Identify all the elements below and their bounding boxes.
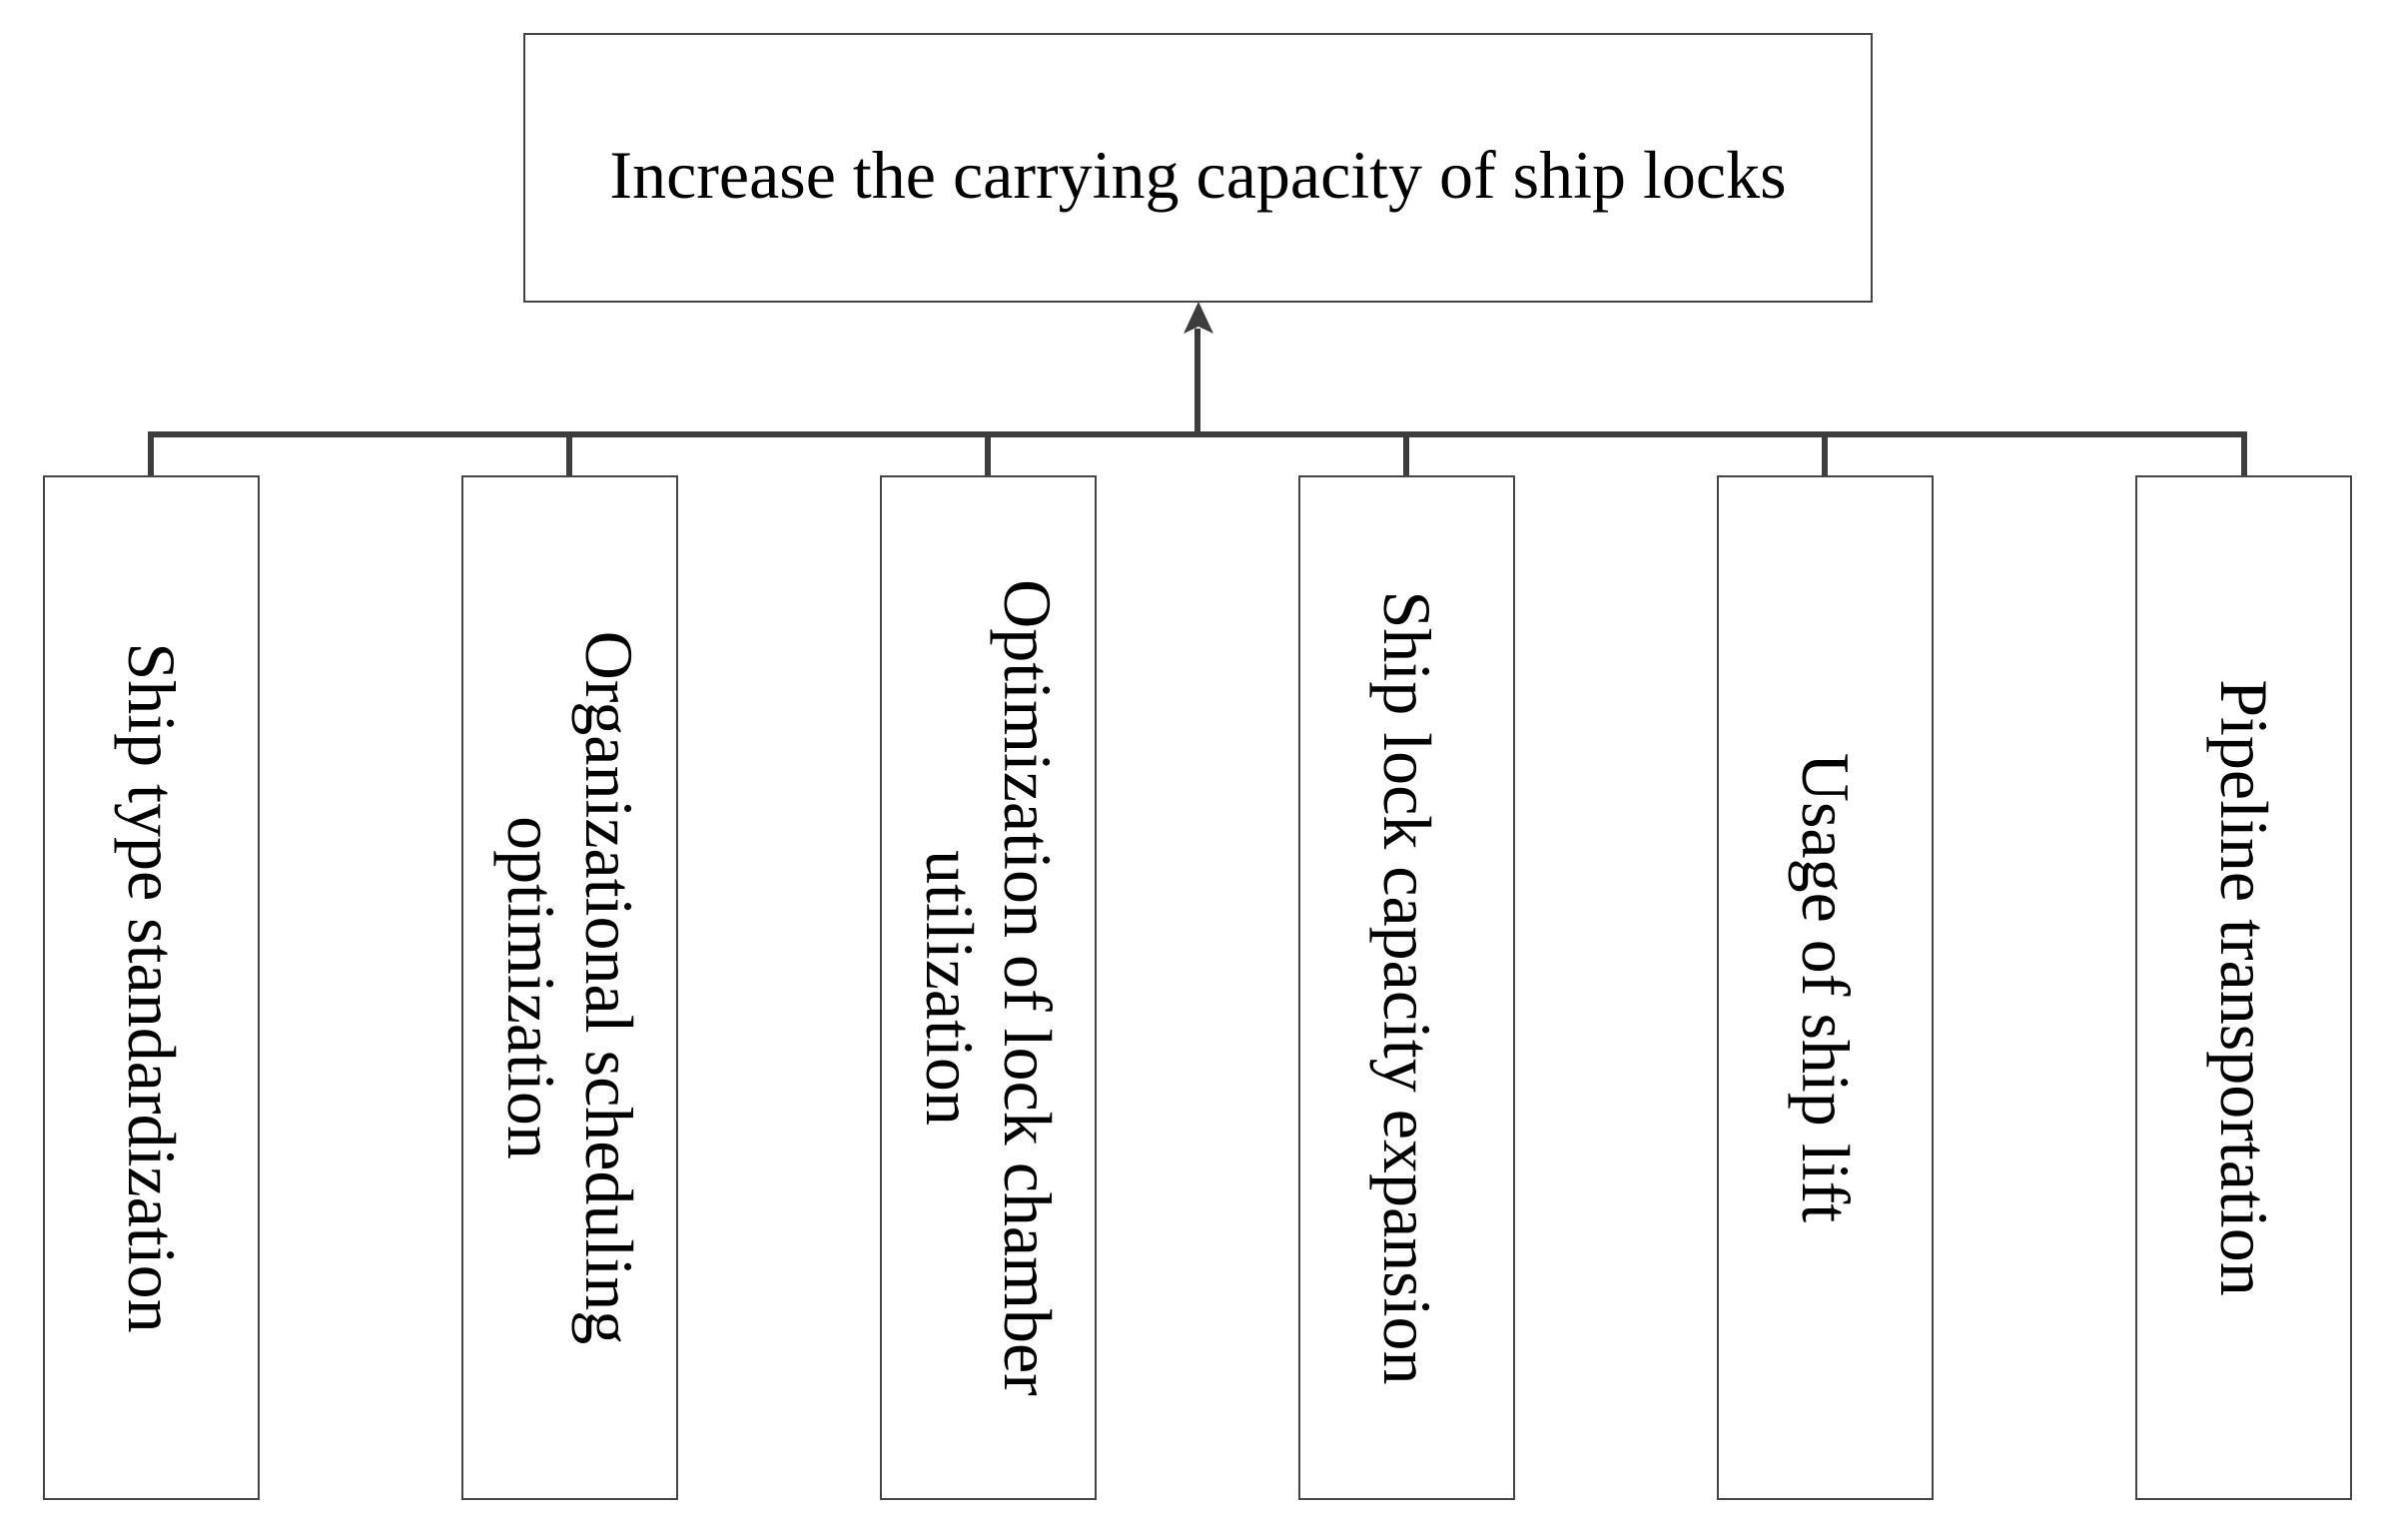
connector-tick-4 xyxy=(1403,431,1409,477)
child-node-label: Ship type standardization xyxy=(113,642,190,1333)
connector-tick-2 xyxy=(566,431,572,477)
child-node-label: Usage of ship lift xyxy=(1787,752,1864,1223)
child-node-label: Organizational scheduling optimization xyxy=(492,630,647,1345)
arrowhead-up-icon xyxy=(1184,302,1213,334)
child-node-ship-type-standardization: Ship type standardization xyxy=(43,475,260,1500)
connector-tick-3 xyxy=(985,431,991,477)
connector-bus xyxy=(148,431,2247,437)
child-node-ship-lock-capacity-expansion: Ship lock capacity expansion xyxy=(1298,475,1515,1500)
connector-tick-5 xyxy=(1822,431,1828,477)
child-node-optimization-of-lock-chamber-utilization: Optimization of lock chamber utilization xyxy=(880,475,1097,1500)
child-node-pipeline-transportation: Pipeline transportation xyxy=(2135,475,2352,1500)
connector-tick-6 xyxy=(2241,431,2247,477)
child-node-label: Pipeline transportation xyxy=(2205,679,2282,1296)
connector-tick-1 xyxy=(148,431,154,477)
root-node-label: Increase the carrying capacity of ship l… xyxy=(609,136,1787,213)
child-node-organizational-scheduling-optimization: Organizational scheduling optimization xyxy=(461,475,678,1500)
child-node-usage-of-ship-lift: Usage of ship lift xyxy=(1717,475,1934,1500)
child-node-label: Optimization of lock chamber utilization xyxy=(911,579,1066,1396)
arrow-up-connector xyxy=(1194,329,1200,434)
child-node-label: Ship lock capacity expansion xyxy=(1368,590,1445,1385)
root-node: Increase the carrying capacity of ship l… xyxy=(523,33,1873,303)
